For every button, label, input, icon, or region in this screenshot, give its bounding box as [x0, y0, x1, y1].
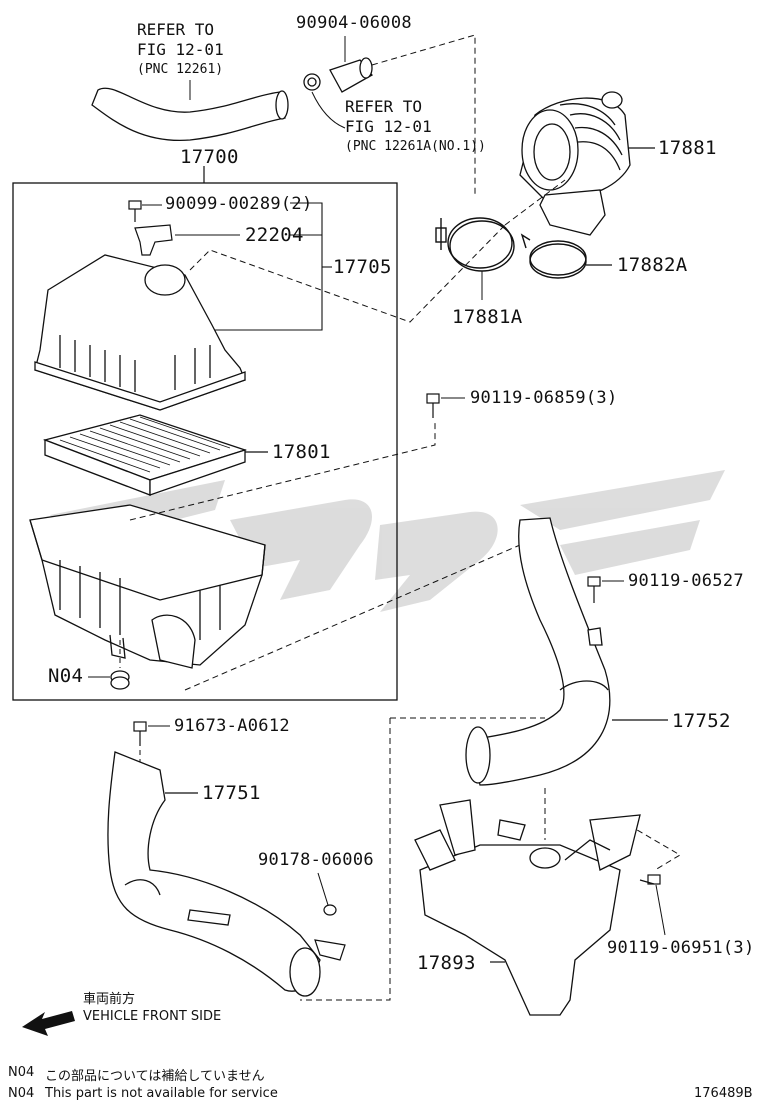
air-cleaner-cover — [34, 254, 246, 411]
hose-elbow-90904 — [303, 57, 373, 93]
bolt-90119-06859 — [426, 393, 440, 418]
figure-id: 176489B — [694, 1086, 753, 1101]
part-label-17700: 17700 — [180, 146, 239, 168]
part-label-17881: 17881 — [658, 137, 717, 159]
part-label-17801: 17801 — [272, 441, 331, 463]
intake-duct-17751 — [107, 751, 321, 997]
bolt-91673-A0612 — [133, 721, 147, 746]
note-en-text: This part is not available for service — [45, 1086, 278, 1101]
hose-clamp-17882A — [520, 233, 587, 279]
front-label-jp: 車両前方 — [83, 992, 136, 1007]
part-label-17752: 17752 — [672, 710, 731, 732]
part-label-90119-06527: 90119-06527 — [628, 571, 744, 591]
intake-duct-17752 — [465, 517, 611, 786]
assembly-box-17700 — [12, 182, 398, 701]
front-label-en: VEHICLE FRONT SIDE — [83, 1009, 222, 1024]
air-cleaner-case — [29, 504, 266, 669]
part-label-N04: N04 — [48, 665, 84, 687]
part-label-90119-06951: 90119-06951(3) — [607, 938, 755, 958]
resonator-17893 — [414, 799, 641, 1016]
nut-90178-06006 — [323, 904, 337, 916]
intake-hose-17881 — [519, 91, 631, 236]
bolt-90119-06527 — [587, 576, 601, 603]
bolt-90119-06951 — [639, 874, 661, 885]
part-label-17751: 17751 — [202, 782, 261, 804]
part-label-91673-A0612: 91673-A0612 — [174, 716, 290, 736]
note-jp-code: N04 — [8, 1065, 35, 1080]
airflow-sensor-22204 — [134, 224, 173, 256]
part-label-90178-06006: 90178-06006 — [258, 850, 374, 870]
bolt-90099 — [128, 200, 142, 222]
note-jp-text: この部品については補給していません — [45, 1069, 265, 1084]
part-label-22204: 22204 — [245, 224, 304, 246]
part-label-90119-06859: 90119-06859(3) — [470, 388, 618, 408]
part-label-17881A: 17881A — [452, 306, 523, 328]
part-label-17882A: 17882A — [617, 254, 688, 276]
note-en-code: N04 — [8, 1086, 35, 1101]
part-label-17705: 17705 — [333, 256, 392, 278]
arrow-icon — [22, 1011, 75, 1036]
part-label-17893: 17893 — [417, 952, 476, 974]
air-filter-17801 — [42, 414, 248, 496]
hose-12261 — [91, 87, 289, 142]
grommet-N04 — [110, 670, 130, 690]
hose-clamp-17881A — [435, 217, 515, 272]
reference-note-2: REFER TO FIG 12-01 (PNC 12261A(NO.1)) — [345, 97, 486, 154]
part-label-90904-06008: 90904-06008 — [296, 13, 412, 33]
reference-note-1: REFER TO FIG 12-01 (PNC 12261) — [137, 20, 224, 77]
part-label-90099-00289: 90099-00289(2) — [165, 194, 313, 214]
